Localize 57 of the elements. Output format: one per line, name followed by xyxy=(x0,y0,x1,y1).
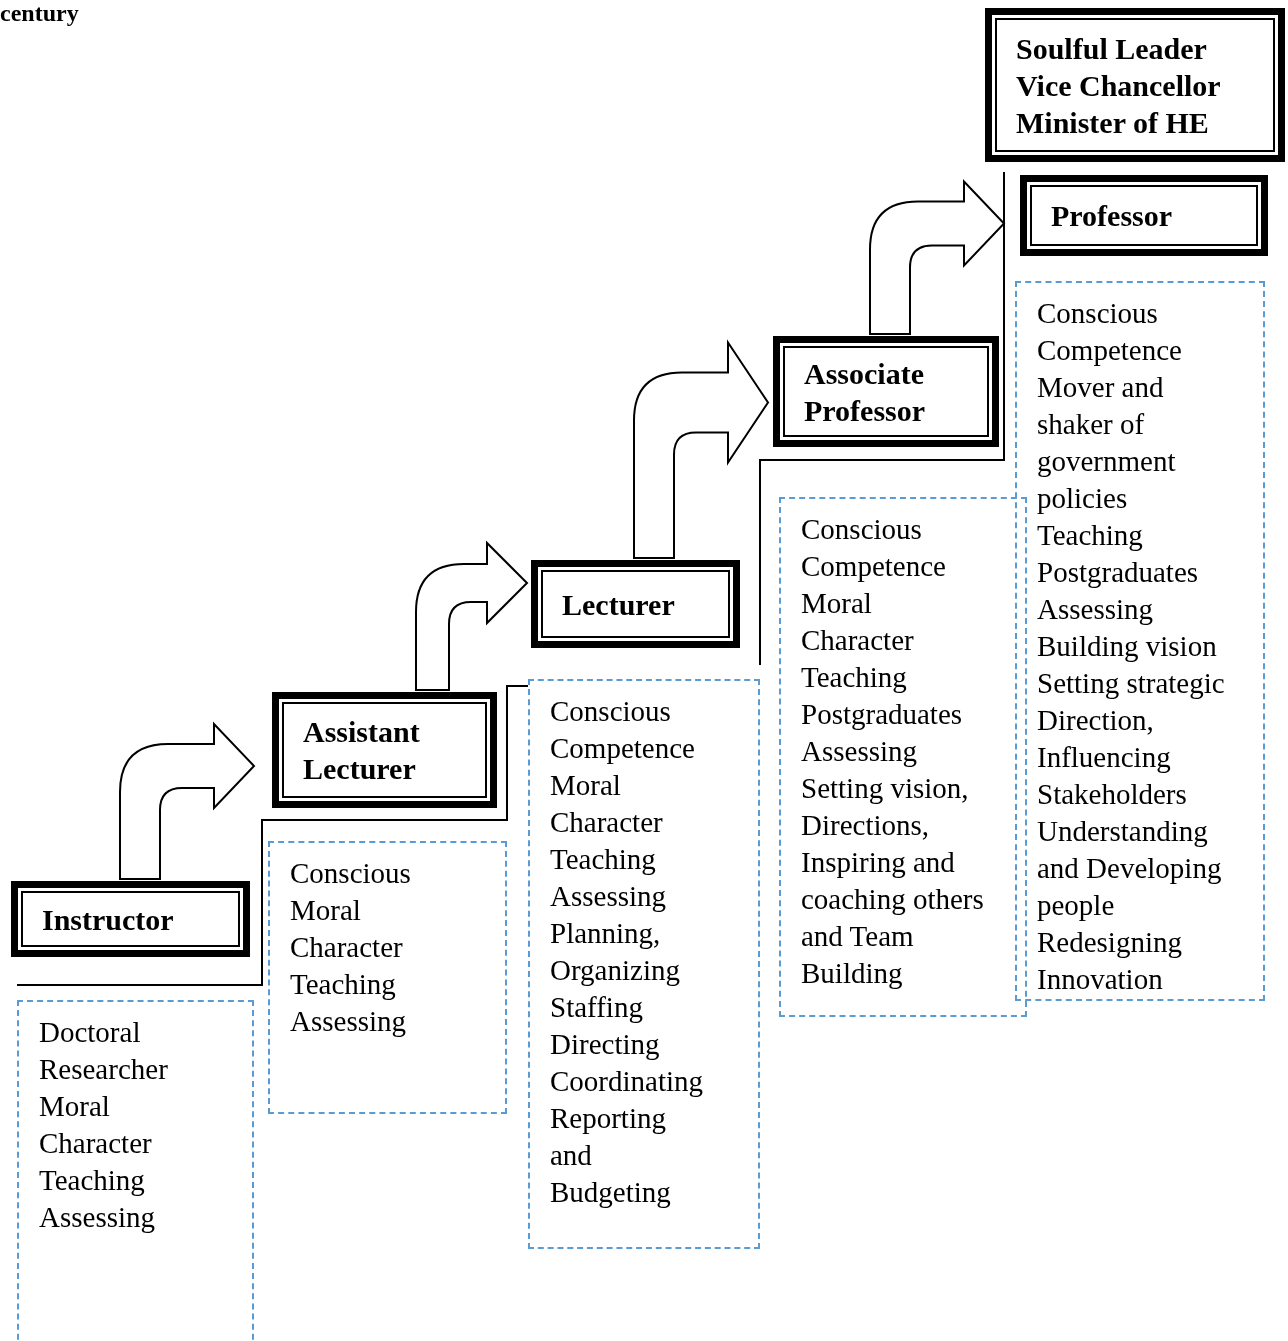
rank-box xyxy=(531,560,740,648)
rank-title: Assistant Lecturer xyxy=(303,714,421,787)
dashed-list-box xyxy=(268,841,507,1114)
list-item: Teaching xyxy=(39,1163,146,1198)
list-item: Setting vision, Directions, xyxy=(801,771,970,843)
list-item: Building vision xyxy=(1037,629,1218,664)
list-item: Assessing xyxy=(1037,592,1154,627)
list-item: Teaching xyxy=(550,842,657,877)
list-item: Conscious xyxy=(290,856,412,891)
list-item: Inspiring and coaching others and Team Building xyxy=(801,845,985,991)
list-item: Doctoral Researcher xyxy=(39,1015,169,1087)
list-item: Conscious Competence xyxy=(801,512,947,584)
list-item: Teaching Postgraduates xyxy=(801,660,964,732)
list-item: Moral Character xyxy=(290,893,404,965)
rank-title: Professor xyxy=(1051,198,1173,234)
dashed-list-box xyxy=(779,497,1027,1017)
list-item: Innovation xyxy=(1037,962,1164,997)
list-item: Setting strategic Direction, xyxy=(1037,666,1226,738)
list-item: Directing xyxy=(550,1027,661,1062)
heading-fragment: century xyxy=(0,0,79,26)
list-item: Assessing xyxy=(550,879,667,914)
list-item: Conscious Competence xyxy=(1037,296,1183,368)
curved-block-arrow xyxy=(869,180,1005,335)
rank-title: Soulful Leader xyxy=(1016,30,1207,67)
curved-block-arrow xyxy=(633,341,769,559)
list-item: Coordinating xyxy=(550,1064,705,1099)
rank-title: Minister of HE xyxy=(1016,104,1209,141)
rank-box xyxy=(11,881,250,957)
rank-title: Instructor xyxy=(42,901,174,938)
rank-title: Lecturer xyxy=(562,586,675,623)
list-item: Assessing xyxy=(290,1004,407,1039)
dashed-list-box xyxy=(17,1000,254,1341)
rank-box xyxy=(985,8,1285,162)
list-item: Planning, Organizing xyxy=(550,916,681,988)
list-item: Conscious Competence xyxy=(550,694,696,766)
list-item: Staffing xyxy=(550,990,644,1025)
list-item: Moral Character xyxy=(801,586,915,658)
dashed-list-box xyxy=(528,679,760,1249)
rank-title: Vice Chancellor xyxy=(1016,67,1221,104)
dashed-list-box xyxy=(1015,281,1265,1001)
list-item: Assessing xyxy=(801,734,918,769)
list-item: Reporting and Budgeting xyxy=(550,1101,672,1210)
rank-box xyxy=(272,692,497,808)
list-item: Moral Character xyxy=(550,768,664,840)
list-item: Moral Character xyxy=(39,1089,153,1161)
list-item: Understanding and Developing people xyxy=(1037,814,1223,923)
rank-box xyxy=(1020,175,1268,256)
rank-box xyxy=(773,336,999,447)
list-item: Influencing Stakeholders xyxy=(1037,740,1188,812)
curved-block-arrow xyxy=(415,542,528,691)
curved-block-arrow xyxy=(119,723,255,880)
list-item: Assessing xyxy=(39,1200,156,1235)
list-item: Teaching Postgraduates xyxy=(1037,518,1200,590)
list-item: Redesigning xyxy=(1037,925,1183,960)
list-item: Mover and shaker of government policies xyxy=(1037,370,1177,516)
list-item: Teaching xyxy=(290,967,397,1002)
rank-title: Associate Professor xyxy=(804,355,927,429)
